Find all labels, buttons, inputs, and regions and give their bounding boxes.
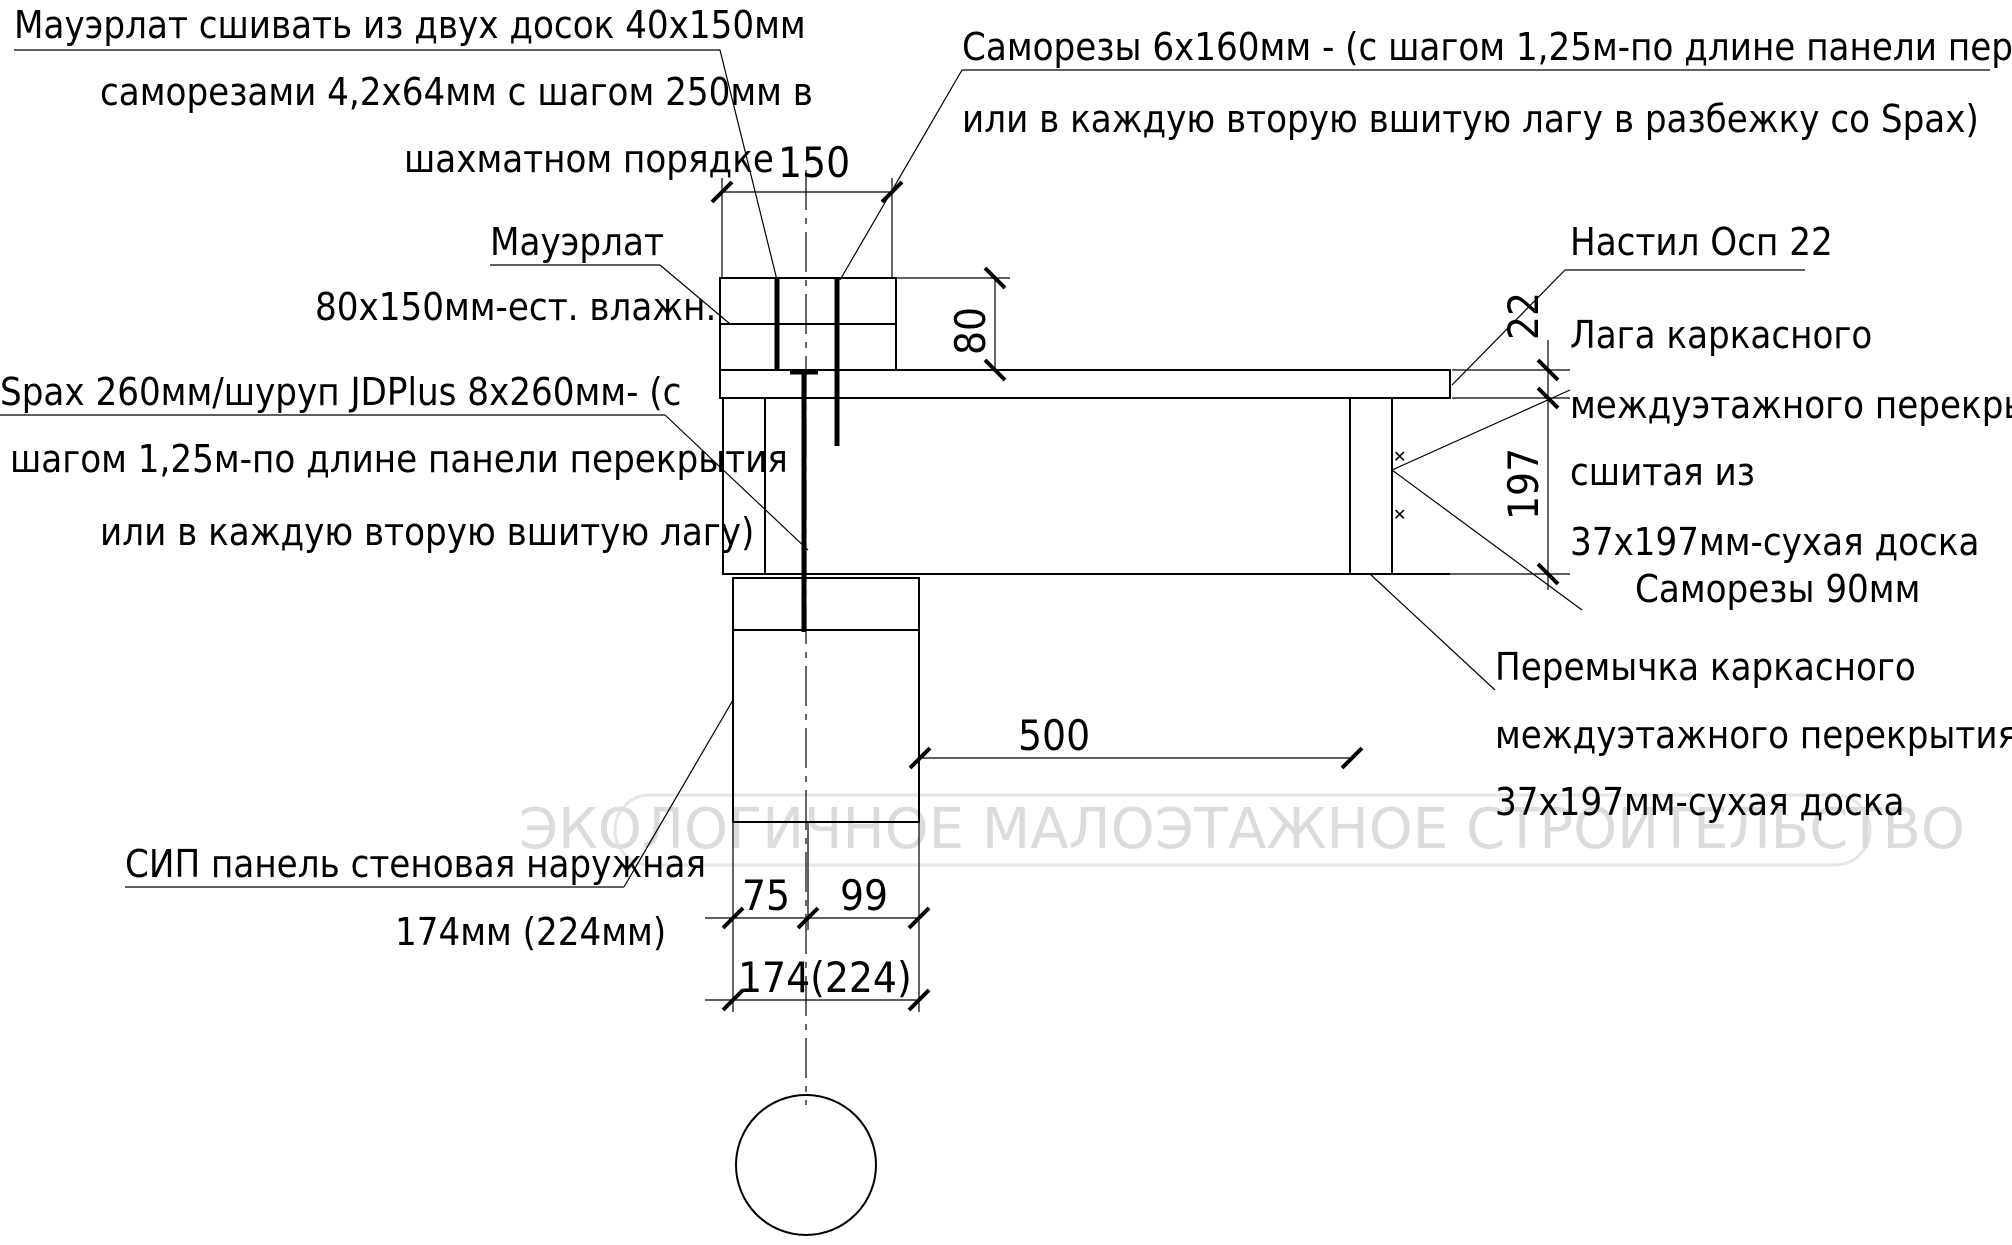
dimension-labels: 150 80 22 197 500 75 99 174(224) — [738, 138, 1548, 1002]
spax-note-2: шагом 1,25м-по длине панели перекрытия — [10, 437, 788, 481]
dimension-lines — [705, 178, 1570, 1012]
mauerlat — [719, 277, 897, 446]
watermark: ЭКОЛОГИЧНОЕ МАЛОЭТАЖНОЕ СТРОИТЕЛЬСТВО — [519, 793, 1965, 867]
sip-label: СИП панель стеновая наружная — [125, 842, 706, 886]
dim-22: 22 — [1499, 292, 1548, 340]
screws-160-note-2: или в каждую вторую вшитую лагу в разбеж… — [962, 97, 1979, 141]
floor-frame: ✕ ✕ — [722, 397, 1450, 575]
axis-bubble — [735, 1094, 877, 1236]
watermark-text: ЭКОЛОГИЧНОЕ МАЛОЭТАЖНОЕ СТРОИТЕЛЬСТВО — [519, 797, 1965, 862]
leader-lines — [0, 49, 1990, 888]
mauerlat-join-note: Мауэрлат сшивать из двух досок 40х150мм — [14, 3, 806, 47]
lintel-label-3: 37х197мм-сухая доска — [1495, 780, 1904, 824]
mauerlat-join-note-3: шахматном порядке — [404, 137, 774, 181]
svg-text:✕: ✕ — [1393, 447, 1406, 466]
dim-174: 174(224) — [738, 953, 912, 1002]
mauerlat-label-2: 80х150мм-ест. влажн. — [315, 285, 716, 329]
screws-160-note: Саморезы 6х160мм - (с шагом 1,25м-по дли… — [962, 25, 2012, 69]
sip-label-2: 174мм (224мм) — [395, 910, 666, 954]
joist-label: Лага каркасного — [1570, 313, 1872, 357]
dim-197: 197 — [1499, 448, 1548, 520]
dim-99: 99 — [840, 871, 888, 920]
lintel-label-2: междуэтажного перекрытия — [1495, 713, 2012, 757]
mauerlat-label: Мауэрлат — [490, 220, 664, 264]
sip-wall-panel — [732, 577, 920, 823]
dim-150: 150 — [778, 138, 850, 187]
joist-label-2: междуэтажного перекрытия — [1570, 383, 2012, 427]
svg-text:✕: ✕ — [1393, 505, 1406, 524]
osb-deck — [719, 369, 1451, 399]
mauerlat-join-note-2: саморезами 4,2х64мм с шагом 250мм в — [100, 70, 813, 114]
joist-label-4: 37х197мм-сухая доска — [1570, 520, 1979, 564]
screws-90-label: Саморезы 90мм — [1635, 567, 1920, 611]
joist-label-3: сшитая из — [1570, 450, 1755, 494]
notes: Мауэрлат сшивать из двух досок 40х150мм … — [0, 3, 2012, 954]
dim-80: 80 — [946, 307, 995, 355]
spax-note: Spax 260мм/шуруп JDPlus 8х260мм- (с — [0, 370, 681, 414]
dim-75: 75 — [742, 871, 790, 920]
dim-500: 500 — [1018, 711, 1090, 760]
spax-screw — [790, 369, 818, 632]
lintel-label: Перемычка каркасного — [1495, 645, 1916, 689]
spax-note-3: или в каждую вторую вшитую лагу) — [100, 510, 754, 554]
deck-label: Настил Осп 22 — [1570, 220, 1833, 264]
